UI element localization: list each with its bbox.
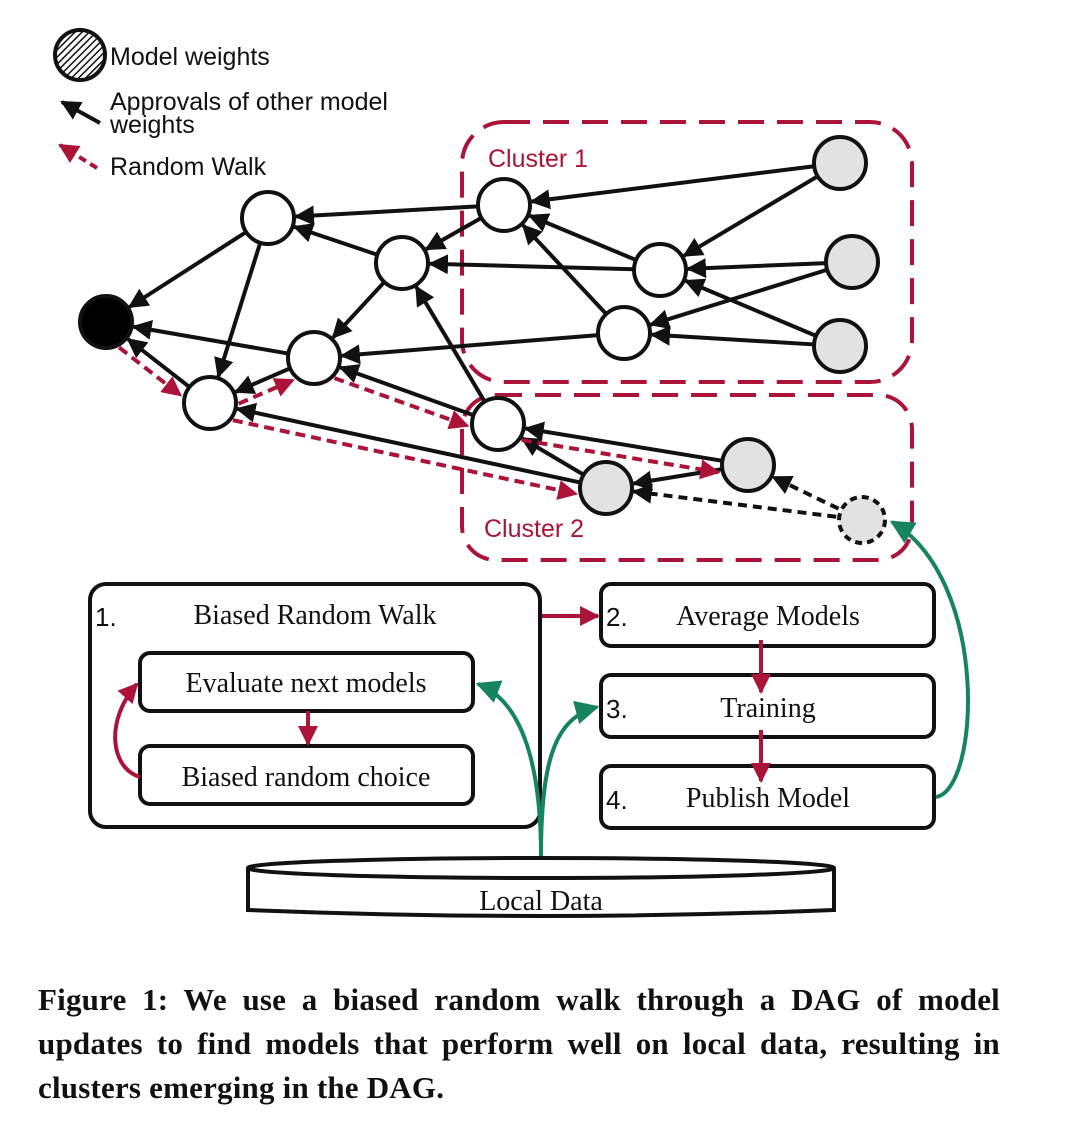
step1-title: Biased Random Walk [194,600,437,631]
random-walk-edge-E-to-L [232,418,579,500]
approval-edge-I-to-G [648,267,828,329]
local-data-label: Local Data [479,886,603,917]
legend-model-weights-label: Model weights [110,43,270,71]
genesis-model-node [78,294,134,350]
model-node-G [596,305,652,361]
step1-number: 1. [95,602,117,632]
approval-edge-C-to-B [424,216,483,251]
step3-title: Training [720,693,815,724]
tentative-approval-edge-N-to-L [631,483,837,519]
approval-edge-H-to-F [682,174,819,258]
approval-edge-G-to-C [521,223,608,316]
legend-approvals-label-line1: Approvals of other model [110,88,388,116]
approval-edge-L-to-K [520,436,585,477]
approval-edge-F-to-B [427,254,635,275]
legend-approval-arrow-icon [60,100,101,125]
approval-edge-A-to-genesis [127,230,248,309]
model-node-A [240,190,296,246]
legend-random-walk-arrow-icon [58,143,99,170]
process-flow: 1. Biased Random Walk Evaluate next mode… [88,520,971,918]
step3-number: 3. [606,694,628,724]
approval-edge-J-to-F [683,278,817,338]
approval-edge-K-to-D [338,364,475,418]
model-node-F [632,242,688,298]
approval-edge-K-to-B [414,285,487,403]
approval-edge-I-to-F [685,258,827,279]
model-node-H [812,135,868,191]
approval-edge-D-to-E [233,366,291,394]
figure-caption: Figure 1: We use a biased random walk th… [38,982,1000,1105]
cluster-1-label: Cluster 1 [488,145,588,173]
model-node-I [824,234,880,290]
legend-random-walk-label: Random Walk [110,153,267,181]
approval-edge-A-to-E [214,242,263,379]
local-data-to-training-arrow [539,700,600,857]
biased-random-choice-label: Biased random choice [182,762,431,793]
random-walk-edge-E-to-D [237,378,295,406]
publish-to-new-node-arrow [889,520,971,799]
approval-edge-J-to-G [649,325,815,347]
random-walk-edge-K-to-M [521,438,721,480]
model-node-N [837,495,887,545]
choice-loop-back-arrow [113,682,141,779]
legend-model-weights-icon [53,28,107,82]
model-node-L [578,460,634,516]
dag-edges [117,164,840,519]
legend: Model weights Approvals of other model w… [53,28,388,181]
tentative-approval-edge-N-to-M [771,475,840,511]
cluster-2-boundary [460,393,914,562]
model-node-M [720,437,776,493]
model-node-B [374,235,430,291]
cluster-2-label: Cluster 2 [484,515,584,543]
approval-edge-D-to-genesis [131,319,289,356]
model-node-C [476,177,532,233]
step4-title: Publish Model [686,783,850,814]
random-walk-edge-genesis-to-E [117,345,183,397]
approval-edge-C-to-A [293,204,479,226]
approval-edge-B-to-D [331,280,386,339]
model-node-K [470,396,526,452]
dag-nodes [78,135,887,545]
approval-edge-B-to-A [292,223,378,257]
model-node-E [182,375,238,431]
step2-number: 2. [606,602,628,632]
evaluate-next-models-label: Evaluate next models [185,668,426,699]
step2-box[interactable] [599,582,936,648]
step4-number: 4. [606,785,628,815]
approval-edge-G-to-D [339,333,599,365]
random-walk-edge-D-to-K [333,376,470,430]
approval-edge-L-to-E [235,402,581,485]
cluster-1-boundary [460,120,914,384]
approval-edge-M-to-K [523,421,723,463]
dag-diagram: Model weights Approvals of other model w… [53,28,971,918]
model-node-J [812,318,868,374]
approval-edge-F-to-C [527,213,637,262]
approval-edge-H-to-C [529,164,815,210]
approval-edge-M-to-L [631,467,723,491]
model-node-D [286,330,342,386]
local-data-store: Local Data [246,856,836,918]
legend-approvals-label-line2: weights [109,111,195,139]
step2-title: Average Models [676,601,860,632]
